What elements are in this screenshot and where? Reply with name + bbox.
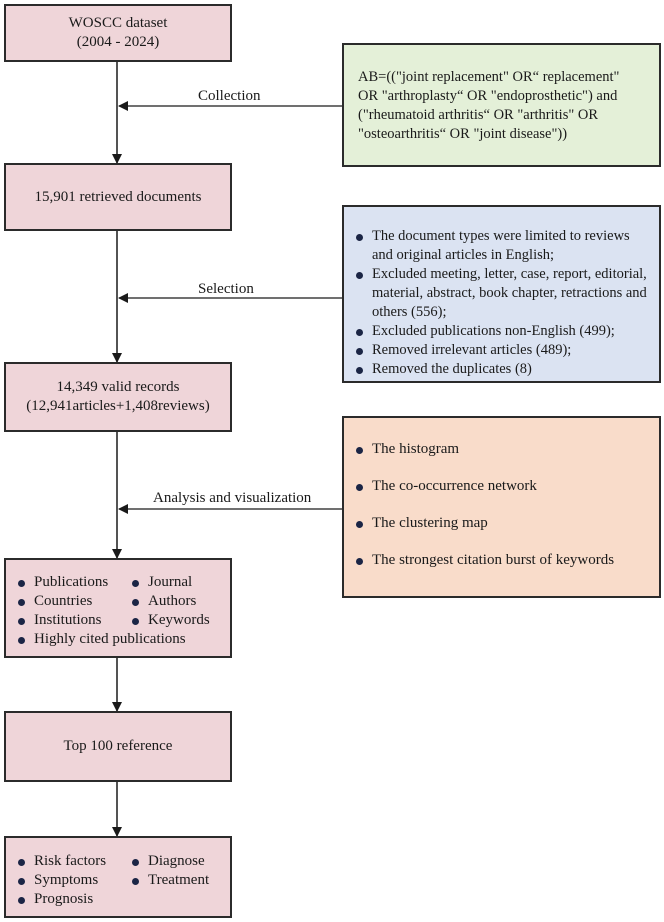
analysis-item: Authors	[130, 592, 220, 611]
topic-item: Diagnose	[130, 852, 220, 871]
edge-label-analysis: Analysis and visualization	[153, 490, 312, 506]
topic-item: Symptoms	[16, 871, 130, 890]
edge-label-selection: Selection	[198, 281, 254, 297]
topic-item: Treatment	[130, 871, 220, 890]
query-line: ("rheumatoid arthritis“ OR "arthritis" O…	[358, 107, 599, 123]
analysis-item: Institutions	[16, 611, 130, 630]
criteria-item: Removed the duplicates (8)	[354, 360, 653, 379]
node-valid-records: 14,349 valid records (12,941articles+1,4…	[4, 362, 232, 432]
method-item: The co-occurrence network	[354, 477, 653, 496]
node-research-topics: Risk factors Diagnose Symptoms Treatment…	[4, 836, 232, 918]
retrieved-text: 15,901 retrieved documents	[34, 188, 202, 205]
criteria-item: Excluded meeting, letter, case, report, …	[354, 265, 653, 322]
analysis-item: Publications	[16, 573, 130, 592]
node-visualization-methods: The histogram The co-occurrence network …	[342, 416, 661, 598]
edge-label-collection: Collection	[198, 88, 261, 104]
dataset-title: WOSCC dataset	[68, 15, 168, 31]
topic-item: Prognosis	[16, 890, 226, 909]
node-analysis-dimensions: Publications Journal Countries Authors I…	[4, 558, 232, 658]
valid-breakdown: (12,941articles+1,408reviews)	[26, 398, 210, 414]
node-search-query: AB=(("joint replacement" OR“ replacement…	[342, 43, 661, 167]
analysis-item: Highly cited publications	[16, 630, 226, 649]
node-selection-criteria: The document types were limited to revie…	[342, 205, 661, 383]
query-line: AB=(("joint replacement" OR“ replacement…	[358, 69, 620, 85]
method-item: The strongest citation burst of keywords	[354, 551, 653, 570]
query-line: OR "arthroplasty“ OR "endoprosthetic") a…	[358, 88, 618, 104]
valid-count: 14,349 valid records	[56, 379, 180, 395]
query-line: "osteoarthritis“ OR "joint disease"))	[358, 126, 568, 142]
criteria-item: The document types were limited to revie…	[354, 227, 653, 265]
analysis-item: Journal	[130, 573, 220, 592]
top100-text: Top 100 reference	[63, 738, 173, 754]
method-item: The histogram	[354, 440, 653, 459]
method-item: The clustering map	[354, 514, 653, 533]
criteria-item: Excluded publications non-English (499);	[354, 322, 653, 341]
node-retrieved-documents: 15,901 retrieved documents	[4, 163, 232, 231]
analysis-item: Countries	[16, 592, 130, 611]
topic-item: Risk factors	[16, 852, 130, 871]
analysis-item: Keywords	[130, 611, 220, 630]
node-woscc-dataset: WOSCC dataset (2004 - 2024)	[4, 4, 232, 62]
criteria-item: Removed irrelevant articles (489);	[354, 341, 653, 360]
dataset-years: (2004 - 2024)	[76, 34, 160, 50]
node-top-100-reference: Top 100 reference	[4, 711, 232, 782]
